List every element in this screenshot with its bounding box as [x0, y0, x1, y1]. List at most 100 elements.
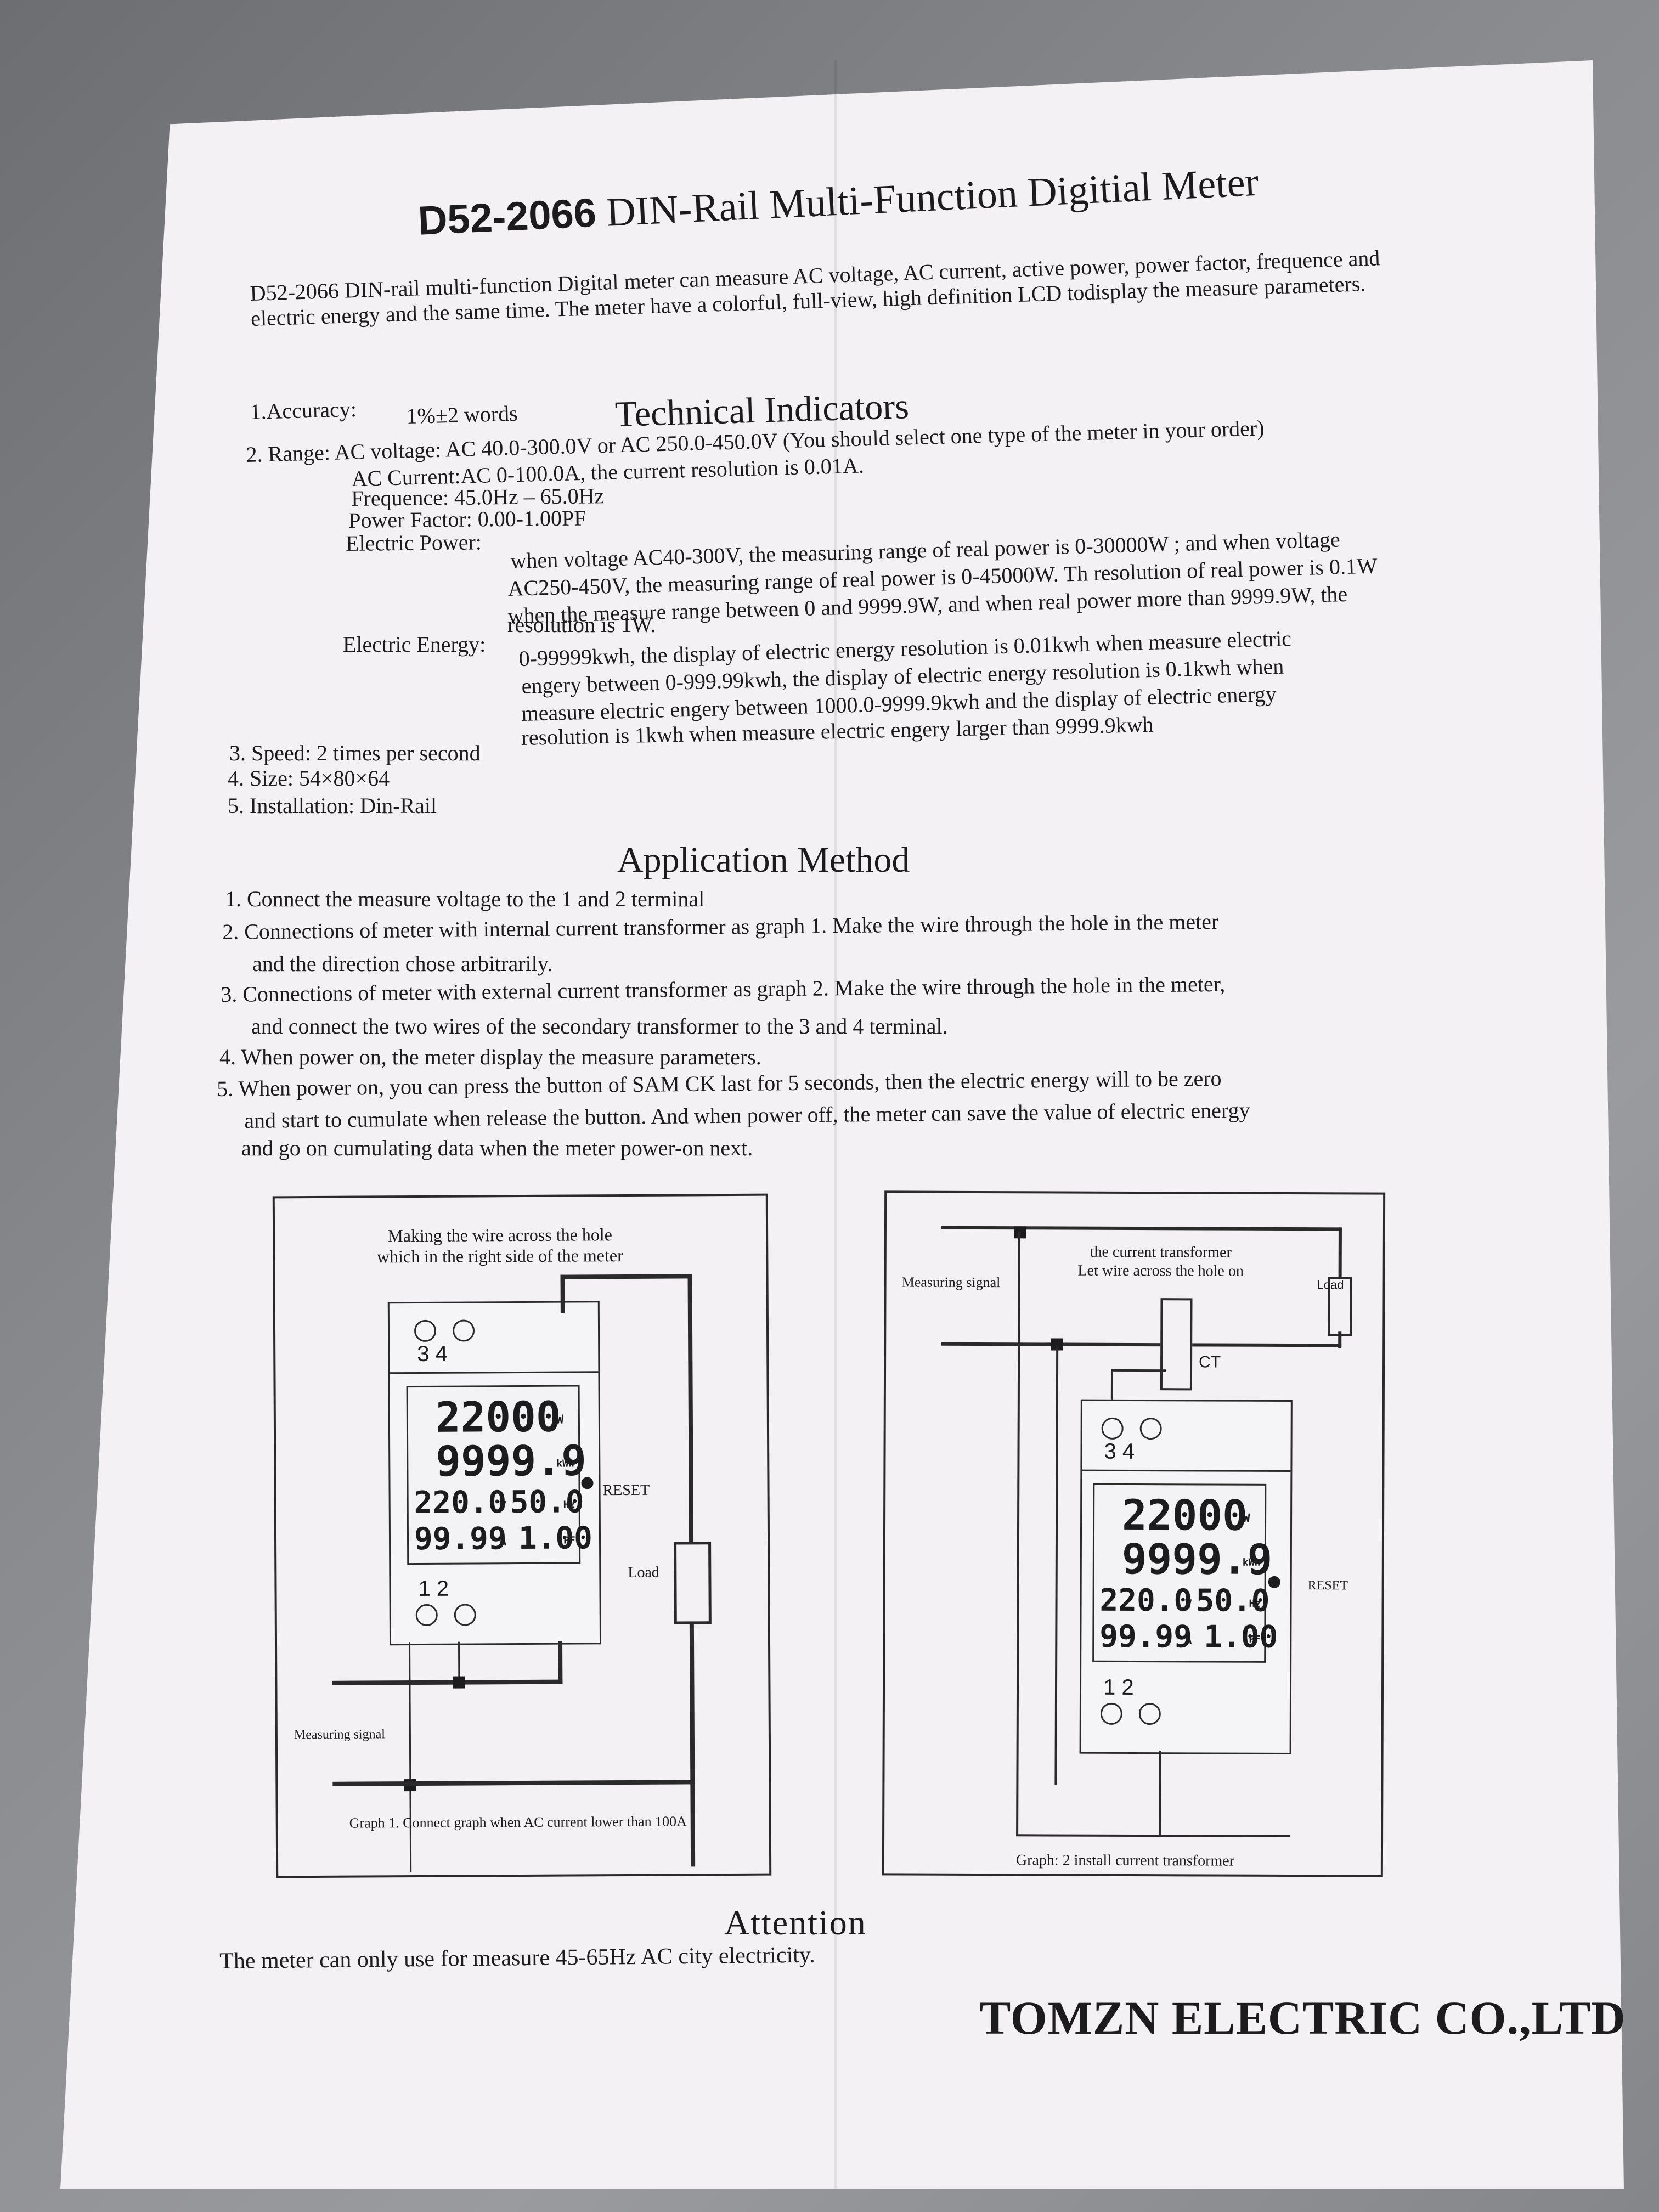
wire [560, 1274, 565, 1313]
installation-item: 5. Installation: Din-Rail [228, 793, 437, 818]
fig1-note-line: which in the right side of the meter [376, 1245, 623, 1267]
wire [1054, 1346, 1059, 1785]
app-item: 1. Connect the measure voltage to the 1 … [225, 887, 705, 911]
intro-paragraph: D52-2066 DIN-rail multi-function Digital… [250, 245, 1380, 331]
paper-fold [834, 60, 837, 2189]
accuracy-label: 1.Accuracy: [250, 396, 357, 424]
lcd-energy-unit: kWh [556, 1458, 574, 1470]
wire [941, 1226, 1342, 1231]
lcd-voltage: 220.0 [414, 1485, 507, 1521]
app-item: and start to cumulate when release the b… [244, 1097, 1250, 1133]
company-name: TOMZN ELECTRIC CO.,LTD [979, 1991, 1626, 2044]
wire [409, 1642, 412, 1873]
terminal-3 [414, 1319, 437, 1342]
accuracy-value: 1%±2 words [406, 400, 518, 428]
lcd-pf-unit: PF [563, 1534, 575, 1547]
app-item: 3. Connections of meter with external cu… [221, 971, 1226, 1007]
load-label: Load [1317, 1278, 1344, 1292]
lcd-current: 99.99 [1099, 1618, 1193, 1655]
reset-button[interactable] [581, 1477, 594, 1489]
wire [1159, 1751, 1161, 1836]
wire [1110, 1369, 1114, 1402]
application-method-heading: Application Method [617, 840, 910, 880]
lcd-voltage: 220.0 [1099, 1582, 1193, 1619]
terminal-2 [454, 1604, 476, 1626]
app-item: 2. Connections of meter with internal cu… [222, 909, 1219, 944]
ct-note-line: the current transformer [1090, 1243, 1232, 1261]
terminal-labels-bottom: 1 2 [1103, 1675, 1134, 1700]
wire [560, 1274, 692, 1279]
reset-label: RESET [1307, 1578, 1348, 1593]
wire [332, 1780, 695, 1786]
app-item: and connect the two wires of the seconda… [251, 1014, 948, 1039]
lcd-power-factor: 1.00 [1204, 1619, 1278, 1655]
ct-note-line: Let wire across the hole on [1077, 1262, 1244, 1280]
lcd-energy-unit: kWh [1242, 1556, 1261, 1568]
lcd-power-factor: 1.00 [518, 1520, 593, 1557]
reset-label: RESET [602, 1481, 650, 1499]
terminal-3 [1101, 1417, 1124, 1440]
wire [1111, 1369, 1166, 1372]
terminal-2 [1138, 1703, 1161, 1725]
terminal-1 [415, 1604, 438, 1627]
power-factor: Power Factor: 0.00-1.00PF [348, 505, 586, 533]
lcd-power-unit: W [1243, 1511, 1250, 1526]
lcd-pf-unit: PF [1249, 1633, 1261, 1645]
app-item: 5. When power on, you can press the butt… [217, 1065, 1222, 1101]
load-resistor-icon [674, 1542, 712, 1624]
lcd-frequency-unit: Hz [563, 1499, 575, 1511]
graph-1-caption: Graph 1. Connect graph when AC current l… [349, 1813, 687, 1831]
terminal-labels-top: 3 4 [417, 1341, 448, 1366]
measuring-signal-label: Measuring signal [294, 1727, 385, 1742]
graph-2-caption: Graph: 2 install current transformer [1015, 1852, 1235, 1870]
measuring-signal-label: Measuring signal [901, 1274, 1001, 1291]
wire [1016, 1232, 1020, 1836]
lcd-voltage-unit: V [1184, 1598, 1192, 1612]
terminal-labels-top: 3 4 [1104, 1439, 1135, 1464]
wire [558, 1641, 563, 1684]
title-text: DIN-Rail Multi-Function Digitial Meter [595, 159, 1260, 236]
electric-power-label: Electric Power: [346, 529, 482, 556]
lcd-power: 22000 [435, 1392, 561, 1442]
load-label: Load [628, 1564, 659, 1581]
terminal-4 [1139, 1418, 1162, 1440]
app-item: 4. When power on, the meter display the … [219, 1045, 761, 1069]
app-item: and the direction chose arbitrarily. [252, 951, 553, 976]
wire [1016, 1834, 1291, 1838]
lcd-power: 22000 [1121, 1490, 1248, 1540]
lcd-display: 22000 W 9999.9 kWh 220.0 V 50.0 Hz 99.99… [1092, 1483, 1278, 1663]
attention-heading: Attention [724, 1903, 867, 1942]
model-number: D52-2066 [417, 189, 597, 244]
speed-item: 3. Speed: 2 times per second [229, 741, 481, 765]
fig1-note-line: Making the wire across the hole [387, 1224, 613, 1246]
meter-divider [390, 1371, 599, 1374]
graph-1-diagram: Making the wire across the hole which in… [272, 1193, 772, 1878]
lcd-current-unit: A [499, 1535, 507, 1549]
meter-divider [1082, 1469, 1291, 1472]
meter-body: 3 4 22000 W 9999.9 kWh 220.0 V 50.0 Hz 9… [1079, 1399, 1293, 1755]
reset-button[interactable] [1268, 1576, 1280, 1588]
page-title: D52-2066 DIN-Rail Multi-Function Digitia… [417, 158, 1260, 245]
instruction-sheet [60, 60, 1624, 2189]
wire [332, 1679, 563, 1685]
size-item: 4. Size: 54×80×64 [228, 766, 390, 791]
fig1-note: Making the wire across the hole which in… [308, 1223, 692, 1267]
attention-text: The meter can only use for measure 45-65… [219, 1942, 815, 1974]
terminal-labels-bottom: 1 2 [418, 1576, 449, 1601]
lcd-display: 22000 W 9999.9 kWh 220.0 V 50.0 Hz 99.99… [406, 1385, 592, 1565]
wire [1338, 1227, 1342, 1283]
app-item: and go on cumulating data when the meter… [241, 1136, 753, 1160]
lcd-current-unit: A [1184, 1633, 1192, 1647]
terminal-4 [452, 1319, 475, 1342]
lcd-current: 99.99 [414, 1521, 507, 1558]
electric-power-line: resolution is 1W. [507, 612, 656, 637]
graph-2-diagram: Measuring signal the current transformer… [882, 1190, 1386, 1877]
ct-note: the current transformer Let wire across … [1051, 1243, 1271, 1280]
meter-body: 3 4 22000 W 9999.9 kWh 220.0 V 50.0 Hz 9… [387, 1301, 602, 1646]
terminal-1 [1100, 1702, 1122, 1725]
lcd-power-unit: W [556, 1413, 564, 1427]
ct-label: CT [1199, 1353, 1221, 1372]
junction [453, 1676, 465, 1689]
current-transformer-icon [1160, 1298, 1193, 1391]
lcd-voltage-unit: V [499, 1499, 507, 1514]
